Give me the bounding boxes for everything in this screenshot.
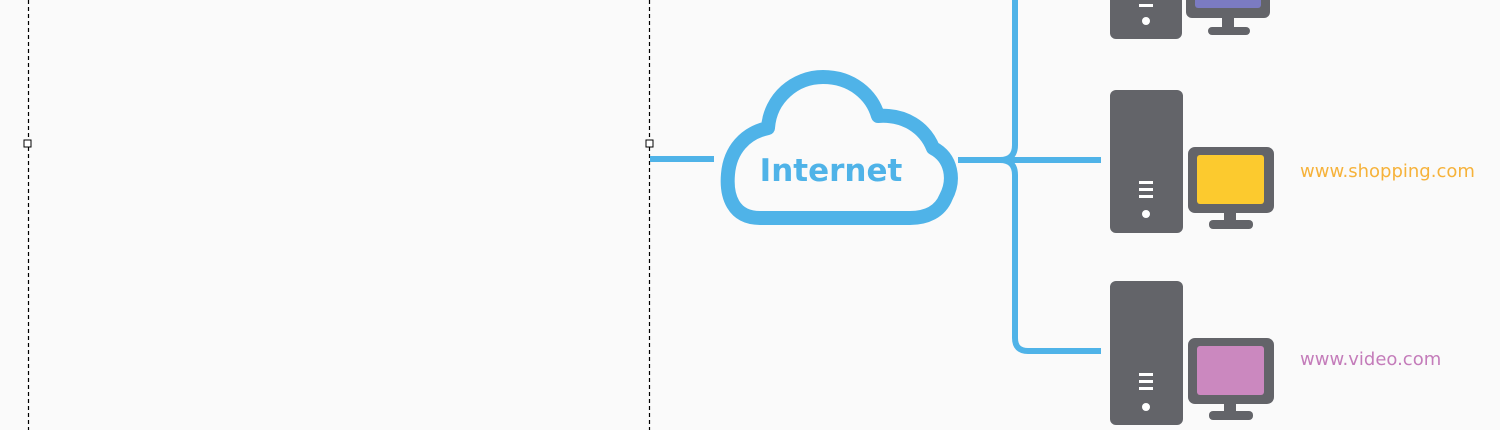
monitor-screen [1195, 0, 1261, 8]
cloud-icon [720, 70, 958, 225]
site-label-video: www.video.com [1300, 349, 1441, 370]
node-top [1110, 0, 1270, 39]
site-label-shopping: www.shopping.com [1300, 161, 1475, 182]
server-tower-icon [1110, 281, 1183, 425]
monitor-screen [1197, 346, 1264, 395]
selection-frame[interactable] [23, 0, 654, 430]
cloud-label: Internet [760, 153, 903, 189]
link-cloud-to-top [958, 0, 1018, 163]
resize-handle-right[interactable] [645, 139, 654, 148]
monitor-icon [1188, 147, 1274, 229]
monitor-screen [1197, 155, 1264, 204]
node-video: www.video.com [1110, 281, 1441, 425]
node-shopping: www.shopping.com [1110, 90, 1475, 233]
monitor-icon [1186, 0, 1270, 35]
server-tower-icon [1110, 0, 1182, 39]
internet-cloud: Internet [720, 70, 958, 225]
network-lines [650, 0, 1101, 354]
resize-handle-left[interactable] [23, 139, 32, 148]
monitor-icon [1188, 338, 1274, 420]
link-cloud-to-video [999, 157, 1101, 354]
server-tower-icon [1110, 90, 1183, 233]
